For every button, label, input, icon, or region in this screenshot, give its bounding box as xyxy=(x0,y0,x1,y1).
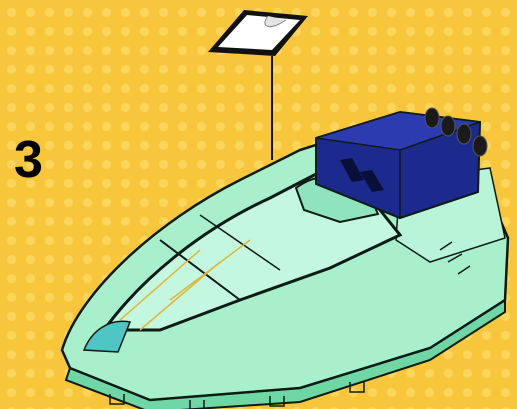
sticker-icon xyxy=(208,10,308,56)
